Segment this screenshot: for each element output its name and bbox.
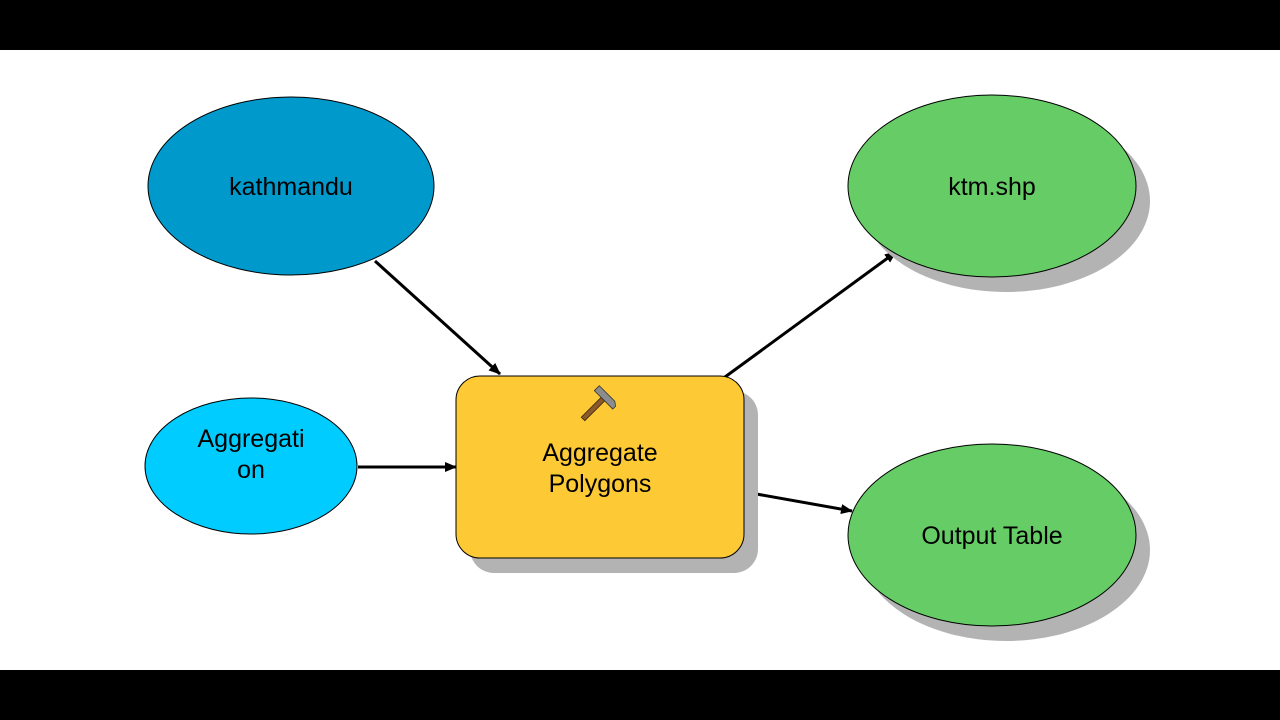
connector-tool-to-ktm-shp (724, 250, 897, 379)
node-kathmandu-shape (147, 96, 435, 276)
node-output-table[interactable]: Output Table (847, 443, 1150, 641)
hammer-icon (580, 385, 616, 422)
node-aggregate-polygons-shape (455, 375, 745, 559)
node-aggregation[interactable]: Aggregati on (144, 397, 358, 535)
node-aggregation-label-line1: Aggregati (197, 425, 304, 453)
node-ktm-shp-label: ktm.shp (948, 173, 1036, 201)
node-output-table-label: Output Table (921, 522, 1062, 550)
model-canvas: kathmandu Aggregati on Aggregate (0, 50, 1280, 670)
node-aggregate-polygons-label-line1: Aggregate (542, 439, 657, 467)
node-kathmandu[interactable]: kathmandu (147, 96, 435, 276)
node-aggregation-label-line2: on (237, 456, 265, 484)
node-ktm-shp-shape (847, 94, 1137, 278)
node-output-table-shape (847, 443, 1137, 627)
connector-kathmandu-to-tool (373, 259, 502, 376)
node-aggregate-polygons-label-line2: Polygons (549, 470, 652, 498)
node-aggregation-shape (144, 397, 358, 535)
node-aggregate-polygons[interactable]: Aggregate Polygons (455, 375, 758, 573)
node-kathmandu-label: kathmandu (229, 173, 353, 201)
node-ktm-shp[interactable]: ktm.shp (847, 94, 1150, 292)
connector-tool-to-output-table (744, 490, 853, 514)
model-diagram: kathmandu Aggregati on Aggregate (144, 94, 1150, 641)
